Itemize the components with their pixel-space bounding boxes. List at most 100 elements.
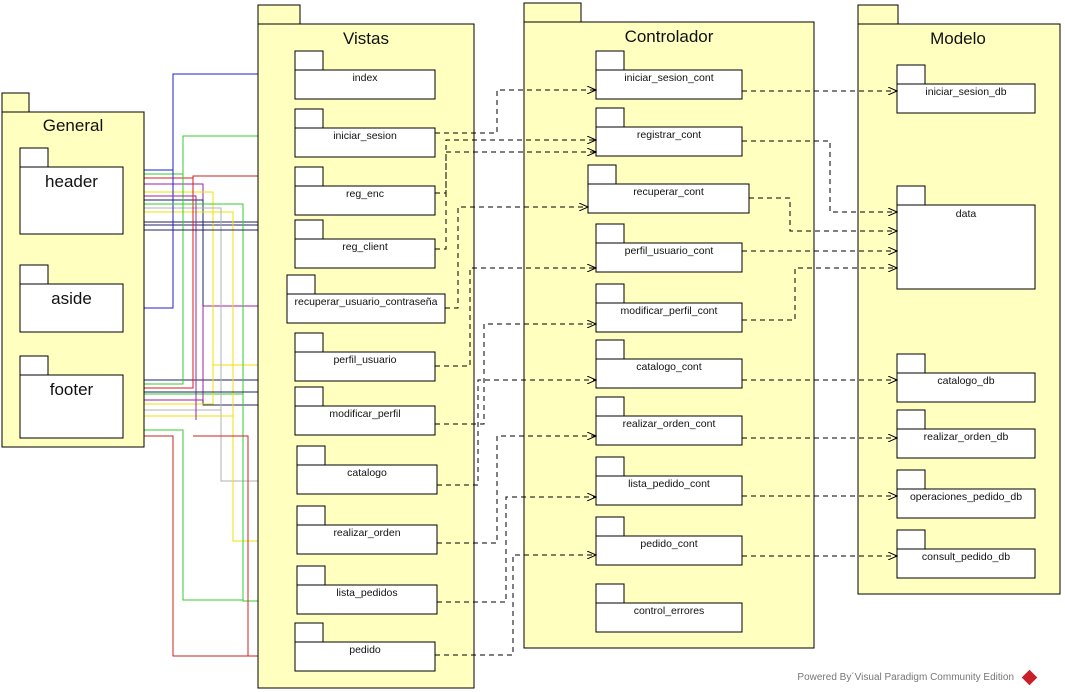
component-aside[interactable]: aside [19,264,124,333]
component-body [294,238,436,269]
component-label: catalogo_cont [636,361,701,373]
powered-by-footer: Powered By´Visual Paradigm Community Edi… [797,669,1038,686]
component-footer[interactable]: footer [19,355,124,439]
component-registrar_cont[interactable]: registrar_cont [595,107,743,157]
component-iniciar_sesion_cont[interactable]: iniciar_sesion_cont [595,50,743,100]
component-lista_pedido_cont[interactable]: lista_pedido_cont [595,456,743,506]
component-label: index [352,72,378,84]
connector-line [123,73,295,171]
component-iniciar_sesion[interactable]: iniciar_sesion [294,108,436,158]
component-modificar_perfil[interactable]: modificar_perfil [294,386,436,436]
component-label: iniciar_sesion [333,130,397,142]
dependency-arrow [437,436,596,544]
connector-line [123,435,295,657]
component-realizar_orden_cont[interactable]: realizar_orden_cont [595,396,743,446]
component-label: operaciones_pedido_db [910,491,1022,503]
component-body [595,358,743,389]
component-tab [595,50,625,71]
component-body [587,183,750,214]
component-perfil_usuario_cont[interactable]: perfil_usuario_cont [595,223,743,273]
component-tab [896,185,926,206]
component-tab [595,516,625,537]
component-label: pedido [349,644,381,656]
dependency-arrow [435,268,596,367]
component-tab [587,164,617,185]
component-pedido[interactable]: pedido [294,622,436,672]
component-catalogo[interactable]: catalogo [296,445,438,495]
component-label: catalogo [347,467,387,479]
component-lista_pedidos[interactable]: lista_pedidos [296,565,438,615]
component-index[interactable]: index [294,50,436,100]
component-body [595,475,743,506]
component-control_errores[interactable]: control_errores [595,583,743,633]
component-realizar_orden_db[interactable]: realizar_orden_db [896,409,1036,459]
component-header[interactable]: header [19,147,124,235]
component-body [296,524,438,555]
component-label: reg_client [342,241,388,253]
component-label: reg_enc [346,188,384,200]
connector-line [123,212,234,417]
component-body [286,293,446,324]
component-body [595,602,743,633]
package-tab [257,4,301,25]
component-operaciones_pedido_db[interactable]: operaciones_pedido_db [896,469,1036,519]
component-label: recuperar_usuario_contraseña [294,296,437,308]
component-pedido_cont[interactable]: pedido_cont [595,516,743,566]
dependency-arrow [435,152,596,250]
component-iniciar_sesion_db[interactable]: iniciar_sesion_db [896,64,1036,114]
component-recuperar_usuario_contraseña[interactable]: recuperar_usuario_contraseña [286,274,446,324]
component-label: lista_pedidos [336,587,397,599]
component-tab [294,386,324,407]
connector-line [123,208,222,411]
component-reg_enc[interactable]: reg_enc [294,166,436,216]
component-label: realizar_orden_cont [623,418,716,430]
component-label: footer [50,380,94,399]
component-catalogo_db[interactable]: catalogo_db [896,353,1036,403]
component-body [294,185,436,216]
dependency-arrows [435,90,897,656]
component-tab [896,353,926,374]
component-tab [286,274,316,295]
component-body [296,584,438,615]
component-body [896,428,1036,459]
component-tab [595,396,625,417]
component-body [294,405,436,436]
component-body [19,283,124,333]
component-tab [19,264,49,285]
component-label: aside [51,289,92,308]
component-tab [595,339,625,360]
connector-line [123,306,204,401]
component-label: realizar_orden_db [924,431,1009,443]
dependency-arrow [749,197,897,231]
package-tab [857,4,899,25]
component-label: perfil_usuario [333,354,396,366]
connector-line [123,135,295,175]
connector-line [123,429,243,601]
component-tab [294,166,324,187]
component-tab [595,583,625,604]
component-consult_pedido_db[interactable]: consult_pedido_db [896,529,1036,579]
component-catalogo_cont[interactable]: catalogo_cont [595,339,743,389]
component-body [896,548,1036,579]
component-label: registrar_cont [637,129,701,141]
connector-line [123,178,194,389]
component-tab [595,107,625,128]
component-realizar_orden[interactable]: realizar_orden [296,505,438,555]
component-body [595,69,743,100]
dependency-arrow [437,497,596,603]
component-label: realizar_orden [333,527,400,539]
component-recuperar_cont[interactable]: recuperar_cont [587,164,750,214]
dependency-arrow [437,380,596,486]
component-modificar_perfil_cont[interactable]: modificar_perfil_cont [595,283,743,333]
component-data[interactable]: data [896,185,1036,290]
component-tab [294,50,324,71]
component-reg_client[interactable]: reg_client [294,219,436,269]
component-label: pedido_cont [640,538,697,550]
component-body [896,488,1036,519]
component-label: iniciar_sesion_db [925,86,1006,98]
component-label: catalogo_db [937,375,994,387]
component-tab [294,108,324,129]
package-title-general: General [43,116,103,135]
component-perfil_usuario[interactable]: perfil_usuario [294,332,436,382]
